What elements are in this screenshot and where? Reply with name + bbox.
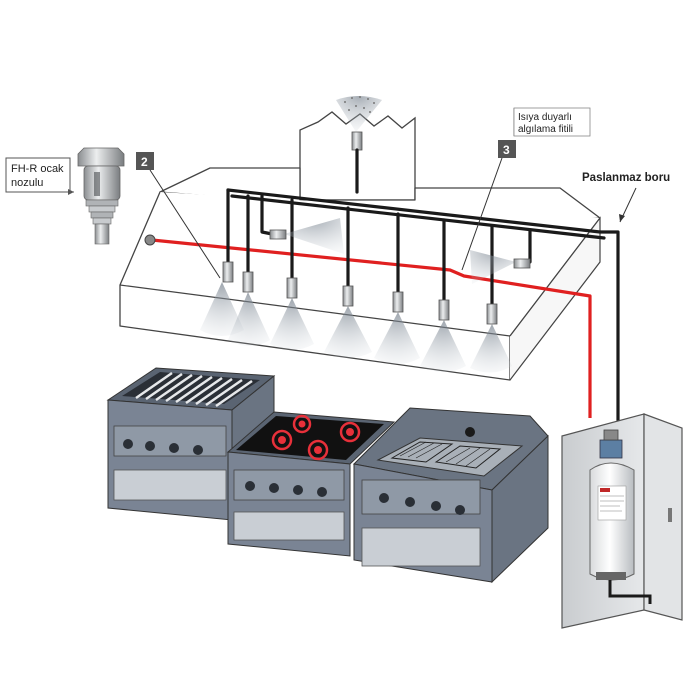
detector-label-callout: Isıya duyarlı algılama fitili — [513, 107, 591, 137]
burner-icon — [339, 421, 361, 443]
nozzle-spray-7 — [470, 303, 512, 373]
fh-r-nozzle-callout: FH-R ocak nozulu — [5, 147, 125, 245]
fryer-knobs — [379, 493, 465, 515]
stainless-pipe-network — [226, 148, 620, 422]
heat-detection-line — [151, 238, 592, 418]
knob-icon — [379, 493, 389, 503]
grill-grate — [122, 371, 260, 408]
ceramic-hob-appliance — [226, 411, 396, 557]
knob-icon — [145, 441, 155, 451]
detector-label-line2: algılama fitili — [518, 124, 573, 135]
nozzle-spray-horizontal-2 — [470, 250, 531, 284]
badge-3-label: 3 — [503, 143, 510, 157]
hotplate-burners — [271, 414, 361, 461]
callout-badge-3: 3 — [461, 140, 516, 271]
knob-icon — [317, 487, 327, 497]
nozzle-label-line1: FH-R ocak — [11, 163, 64, 175]
nozzle-icon — [438, 299, 450, 321]
deep-fryer-appliance — [352, 407, 549, 584]
nozzle-icon — [392, 291, 404, 313]
cabinet-door — [643, 413, 683, 621]
nozzle-label-line2: nozulu — [11, 177, 43, 189]
knob-icon — [405, 497, 415, 507]
knob-icon — [123, 439, 133, 449]
burner-icon — [271, 429, 293, 451]
callout-badge-2: 2 — [136, 152, 221, 279]
nozzle-icon — [342, 285, 354, 307]
fryer-baskets — [390, 441, 502, 469]
fh-r-nozzle-detail-icon — [77, 147, 125, 245]
pipe-label-callout: Paslanmaz boru — [582, 172, 670, 223]
nozzle-spray-4 — [324, 285, 372, 358]
detector-label-line1: Isıya duyarlı — [518, 112, 572, 123]
duct-nozzle-icon — [351, 131, 363, 151]
burner-icon — [307, 439, 329, 461]
knob-icon — [455, 505, 465, 515]
fryer-drain-icon — [465, 427, 475, 437]
knob-icon — [245, 481, 255, 491]
nozzle-icon — [222, 261, 234, 283]
cylinder-bracket-icon — [596, 572, 626, 580]
door-handle-icon — [668, 508, 672, 522]
nozzle-label-box — [5, 157, 71, 193]
nozzle-icon — [269, 229, 287, 240]
nozzle-spray-6 — [420, 299, 466, 372]
badge-2-label: 2 — [141, 155, 148, 169]
knob-icon — [431, 501, 441, 511]
knob-icon — [269, 483, 279, 493]
nozzle-icon — [486, 303, 498, 325]
nozzle-icon — [286, 277, 298, 299]
nozzle-spray-1 — [200, 261, 244, 336]
knob-icon — [293, 485, 303, 495]
knob-icon — [169, 443, 179, 453]
duct-spray — [336, 96, 382, 132]
knob-icon — [193, 445, 203, 455]
suppression-cabinet — [561, 413, 683, 629]
nozzle-spray-2 — [228, 271, 270, 346]
char-grill-appliance — [106, 367, 276, 521]
pipe-label: Paslanmaz boru — [582, 172, 670, 184]
nozzle-icon — [513, 258, 531, 269]
nozzle-spray-3 — [270, 277, 314, 350]
nozzle-spray-5 — [374, 291, 420, 364]
burner-icon — [292, 414, 312, 434]
nozzle-spray-horizontal-1 — [269, 218, 344, 254]
hood-nozzles — [200, 218, 531, 373]
hob-knobs — [245, 481, 327, 497]
detection-line-end-icon — [144, 234, 156, 246]
grill-knobs — [123, 439, 203, 455]
nozzle-icon — [242, 271, 254, 293]
